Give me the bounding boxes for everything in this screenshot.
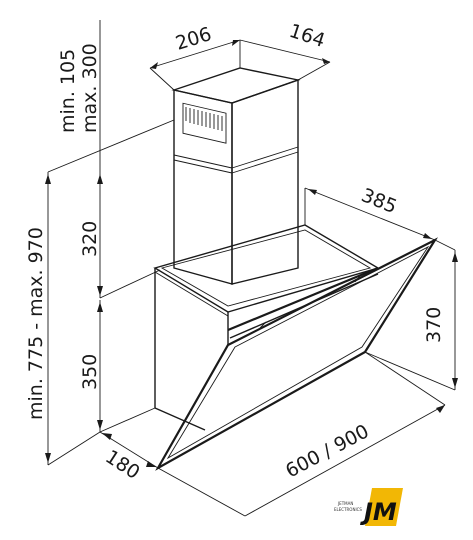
label-total-height: min. 775 - max. 970 — [25, 227, 47, 420]
brand-name: JETMAN — [337, 501, 353, 506]
brand-subtitle: ELECTRONICS — [334, 507, 362, 512]
label-chimney-width: 164 — [286, 20, 327, 52]
label-top-gap-min: min. 105 — [57, 49, 79, 133]
label-base-depth: 180 — [101, 446, 143, 484]
label-width: 600 / 900 — [282, 420, 373, 482]
label-body-height: 350 — [79, 354, 101, 390]
label-hood-depth: 385 — [358, 184, 400, 218]
brand-monogram: JM — [360, 498, 397, 526]
chimney — [171, 67, 301, 285]
dimension-labels: 206 164 min. 105 max. 300 320 385 min. 7… — [25, 20, 445, 484]
vent-grille — [182, 102, 227, 144]
brand-badge — [365, 488, 403, 526]
label-top-gap-max: max. 300 — [79, 43, 101, 133]
label-glass-height: 370 — [423, 307, 445, 343]
hood-body — [153, 224, 439, 471]
label-chimney-height: 320 — [79, 221, 101, 257]
dimension-lines — [45, 20, 458, 517]
brand-logo: JM JETMAN ELECTRONICS — [334, 488, 403, 526]
